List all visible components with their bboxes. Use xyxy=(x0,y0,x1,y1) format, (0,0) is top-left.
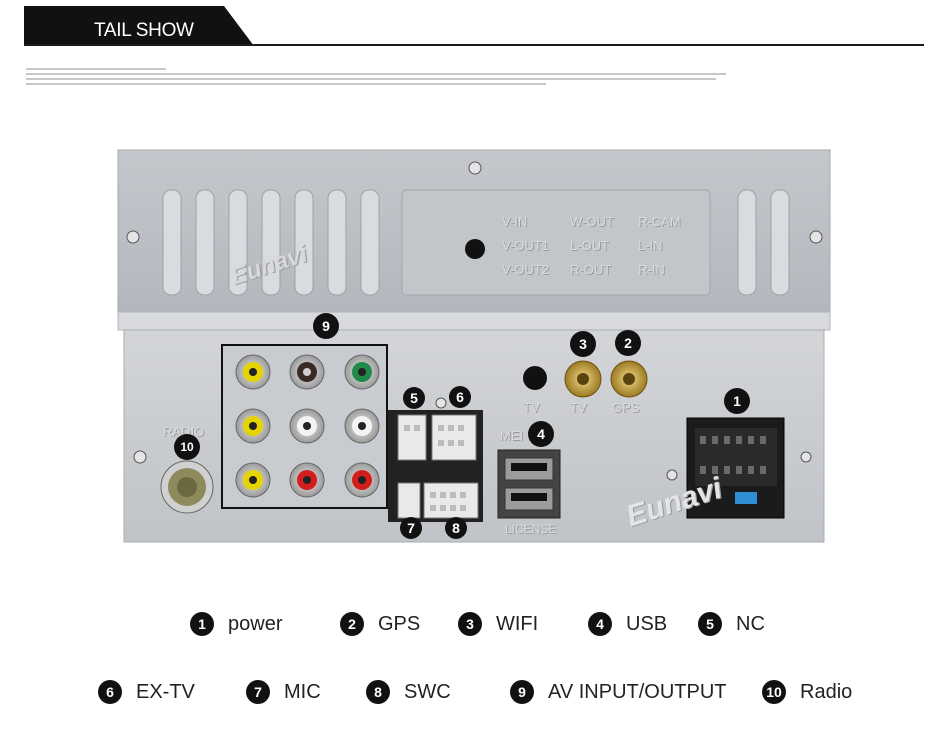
label-r-in: R-IN xyxy=(638,262,665,277)
label-mei: MEI xyxy=(500,428,524,443)
callout-4-usb: 4 xyxy=(528,421,554,447)
callout-8-swc: 8 xyxy=(445,517,467,539)
legend-item-av: 9 AV INPUT/OUTPUT xyxy=(510,680,727,704)
label-tv-jack: TV xyxy=(523,400,540,415)
legend-label: USB xyxy=(626,612,668,635)
label-license: LICENSE xyxy=(505,522,557,536)
callout-9-av: 9 xyxy=(313,313,339,339)
legend-item-nc: 5 NC xyxy=(698,612,765,636)
label-l-in: L-IN xyxy=(638,238,663,253)
legend-number: 1 xyxy=(190,612,214,636)
legend-number: 5 xyxy=(698,612,722,636)
legend-label: WIFI xyxy=(496,612,539,635)
label-w-out: W-OUT xyxy=(570,214,614,229)
legend-number: 7 xyxy=(246,680,270,704)
legend-label: NC xyxy=(736,612,765,635)
section-title: TAIL SHOW xyxy=(94,20,194,41)
legend-item-gps: 2 GPS xyxy=(340,612,420,636)
label-v-out1: V-OUT1 xyxy=(502,238,549,253)
section-header: TAIL SHOW xyxy=(24,6,254,46)
label-l-out: L-OUT xyxy=(570,238,609,253)
label-v-out2: V-OUT2 xyxy=(502,262,549,277)
header-tab-shape xyxy=(24,6,254,46)
callout-7-mic: 7 xyxy=(400,517,422,539)
legend-item-power: 1 power xyxy=(190,612,282,636)
legend-label: power xyxy=(228,612,283,635)
legend-item-radio: 10 Radio xyxy=(762,680,852,704)
label-r-cam: R-CAM xyxy=(638,214,681,229)
legend-number: 9 xyxy=(510,680,534,704)
fine-print xyxy=(26,68,766,88)
legend-item-swc: 8 SWC xyxy=(366,680,451,704)
legend-label: EX-TV xyxy=(136,680,195,703)
callout-5-nc: 5 xyxy=(403,387,425,409)
callout-3-wifi: 3 xyxy=(570,331,596,357)
legend-number: 6 xyxy=(98,680,122,704)
callout-1-power: 1 xyxy=(724,388,750,414)
device-back-panel xyxy=(117,149,831,543)
legend-label: MIC xyxy=(284,680,321,703)
legend-number: 4 xyxy=(588,612,612,636)
legend-item-mic: 7 MIC xyxy=(246,680,321,704)
label-r-out: R-OUT xyxy=(570,262,612,277)
legend-number: 2 xyxy=(340,612,364,636)
callout-6-ex-tv: 6 xyxy=(449,386,471,408)
legend-item-wifi: 3 WIFI xyxy=(458,612,538,636)
legend-label: Radio xyxy=(800,680,853,703)
legend-label: GPS xyxy=(378,612,421,635)
legend-item-usb: 4 USB xyxy=(588,612,667,636)
legend-number: 3 xyxy=(458,612,482,636)
callout-2-gps: 2 xyxy=(615,330,641,356)
legend-item-ex-tv: 6 EX-TV xyxy=(98,680,195,704)
callout-10-radio: 10 xyxy=(174,434,200,460)
label-gps: GPS xyxy=(612,400,640,415)
legend-label: AV INPUT/OUTPUT xyxy=(548,680,727,703)
legend-number: 8 xyxy=(366,680,390,704)
label-tv-antenna: TV xyxy=(570,400,587,415)
legend-label: SWC xyxy=(404,680,451,703)
legend-number: 10 xyxy=(762,680,786,704)
label-v-in: V-IN xyxy=(502,214,528,229)
header-divider xyxy=(24,44,924,46)
